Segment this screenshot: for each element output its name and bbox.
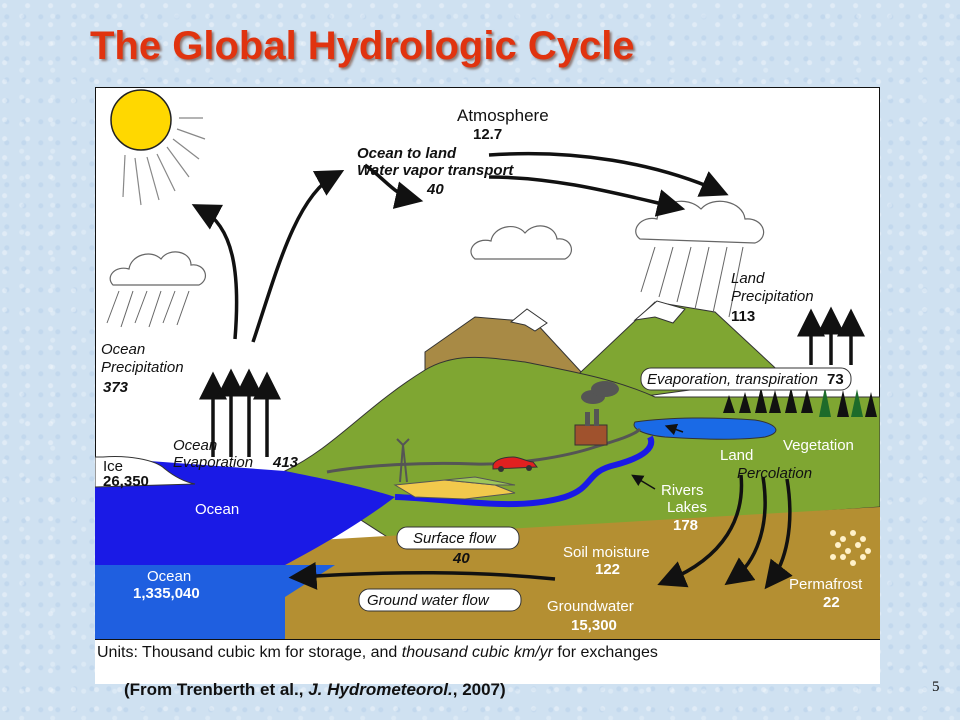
permafrost-value: 22: [823, 594, 840, 611]
citation-caption: (From Trenberth et al., J. Hydrometeorol…: [124, 680, 506, 700]
slide-title: The Global Hydrologic Cycle: [90, 24, 635, 68]
groundwater-value: 15,300: [571, 617, 617, 634]
factory-icon: [574, 381, 619, 446]
units-note-part1: Units: Thousand cubic km for storage, an…: [97, 644, 402, 661]
trees: [723, 387, 877, 417]
transport-line2: Water vapor transport: [357, 162, 514, 179]
rivers-lakes-line1: Rivers: [661, 482, 704, 499]
ocean-surface-label: Ocean: [195, 501, 239, 518]
surface-flow-label: Surface flow: [413, 530, 497, 547]
units-note-part2: thousand cubic km/yr: [402, 644, 554, 661]
soil-moisture-value: 122: [595, 561, 620, 578]
ocean-updraft-arrows: [191, 169, 345, 343]
atmosphere-value: 12.7: [473, 126, 502, 143]
vegetation-label: Vegetation: [783, 437, 854, 454]
ground-water-flow-capsule: [358, 588, 522, 612]
caption-journal: J. Hydrometeorol.: [308, 680, 453, 699]
ocean-evap-line1: Ocean: [173, 437, 217, 454]
atmosphere-label: Atmosphere: [457, 106, 549, 125]
groundwater-label: Groundwater: [547, 598, 634, 615]
windmill-icon: [396, 438, 410, 483]
ice-label: Ice: [103, 458, 123, 475]
river: [394, 435, 655, 508]
ocean-precip-line1: Ocean: [101, 341, 145, 358]
ocean-evap-line2: Evaporation: [173, 454, 253, 471]
transport-arrows: [363, 151, 729, 217]
ocean-storage-value: 1,335,040: [133, 585, 200, 602]
deep-ocean-edge: [95, 565, 335, 639]
ice-value: 26,350: [103, 473, 149, 490]
cloud-middle-icon: [470, 225, 573, 260]
ocean-evaporation-arrows: [199, 368, 281, 457]
evap-transp-capsule: [640, 367, 852, 391]
car-icon: [492, 456, 539, 472]
mountain-snow-right: [633, 300, 686, 324]
soil-moisture-label: Soil moisture: [563, 544, 650, 561]
evap-transp-value: 73: [827, 371, 844, 388]
land-precip-line2: Precipitation: [731, 288, 814, 305]
evap-transp-label: Evaporation, transpiration: [647, 371, 818, 388]
land-precip-value: 113: [731, 308, 755, 325]
units-note: Units: Thousand cubic km for storage, an…: [97, 644, 658, 661]
ocean-evap-value: 413: [272, 454, 299, 471]
ground-water-flow-arrow: [288, 561, 556, 590]
rivers-pointer: [631, 423, 684, 490]
ocean-precip-line2: Precipitation: [101, 359, 184, 376]
caption-suffix: , 2007): [452, 680, 506, 699]
permafrost-label: Permafrost: [789, 576, 863, 593]
land-label: Land: [720, 447, 753, 464]
lake: [633, 417, 777, 440]
cloud-left-icon: [106, 251, 207, 328]
hydrologic-cycle-figure: Atmosphere 12.7 Ocean to land Water vapo…: [95, 87, 880, 684]
caption-prefix: (From Trenberth et al.,: [124, 680, 309, 699]
transport-line1: Ocean to land: [357, 145, 457, 162]
sun-icon: [110, 89, 206, 206]
mountain-snow-left: [509, 308, 548, 332]
field-green: [444, 476, 516, 486]
percolation-arrows: [657, 474, 793, 590]
ocean-precip-value: 373: [103, 379, 129, 396]
ice-shelf: [95, 456, 196, 488]
percolation-label: Percolation: [737, 465, 812, 482]
permafrost-pattern: [830, 530, 871, 566]
rivers-lakes-line2: Lakes: [667, 499, 707, 516]
ground-water-flow-label: Ground water flow: [367, 592, 490, 609]
rivers-lakes-value: 178: [673, 517, 698, 534]
evapotranspiration-arrows: [797, 306, 865, 365]
ocean-storage-label: Ocean: [147, 568, 191, 585]
surface-flow-value: 40: [452, 550, 470, 567]
page-number: 5: [932, 679, 940, 695]
land-precip-line1: Land: [731, 270, 765, 287]
surface-flow-capsule: [396, 526, 520, 550]
transport-value: 40: [426, 181, 444, 198]
units-note-part3: for exchanges: [553, 644, 658, 661]
